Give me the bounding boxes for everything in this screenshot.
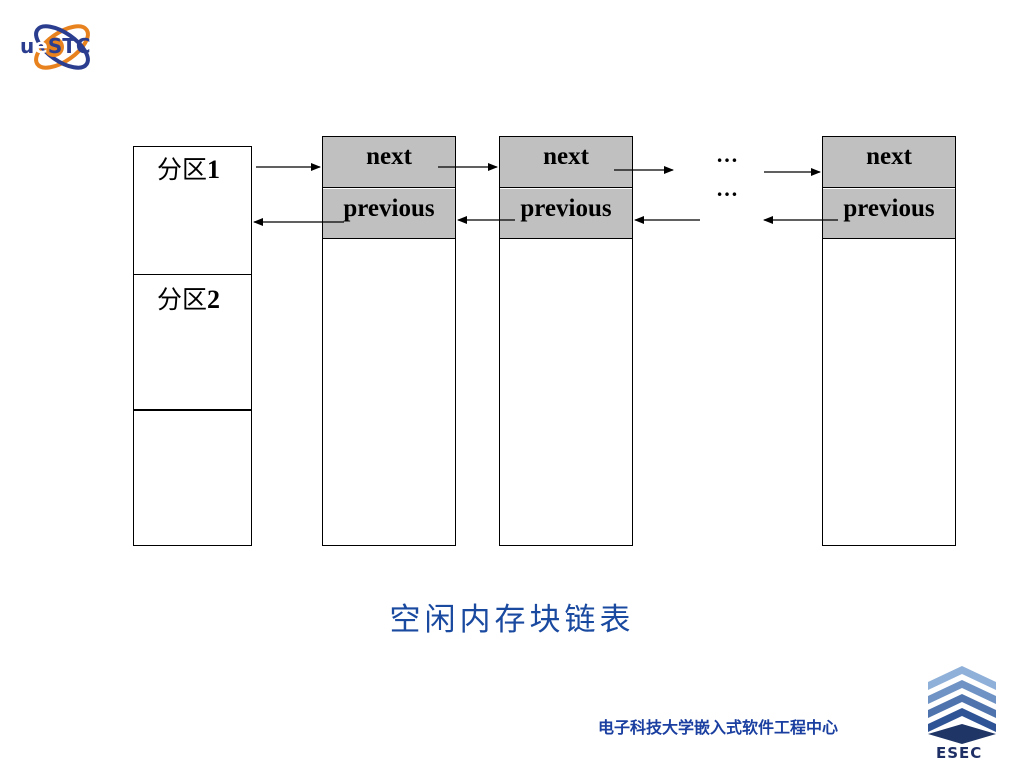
esec-logo-text: ESEC: [936, 744, 983, 762]
uestc-logo: ueSTC: [18, 12, 104, 82]
previous-field: previous: [823, 189, 955, 239]
ellipsis-top: …: [716, 142, 738, 167]
next-field: next: [500, 137, 632, 188]
previous-field: previous: [500, 189, 632, 239]
esec-logo-graphic: [928, 666, 996, 744]
partition-label-2: 分区2: [157, 285, 221, 314]
ellipsis-bottom: …: [716, 176, 738, 201]
logo-e: e: [34, 34, 48, 58]
logo-u: u: [20, 34, 35, 58]
partition-column: [133, 146, 252, 546]
partition-divider-1: [133, 274, 252, 275]
previous-field: previous: [323, 189, 455, 239]
free-block-1: next previous: [322, 136, 456, 546]
partition-label-1: 分区1: [157, 155, 221, 184]
free-block-2: next previous: [499, 136, 633, 546]
footer-text: 电子科技大学嵌入式软件工程中心: [598, 718, 839, 737]
diagram-caption: 空闲内存块链表: [389, 602, 635, 638]
logo-stc: STC: [47, 34, 91, 58]
esec-logo: [922, 660, 1002, 750]
free-block-3: next previous: [822, 136, 956, 546]
partition-divider-2: [133, 409, 252, 411]
next-field: next: [323, 137, 455, 188]
next-field: next: [823, 137, 955, 188]
uestc-logo-graphic: [34, 24, 90, 70]
